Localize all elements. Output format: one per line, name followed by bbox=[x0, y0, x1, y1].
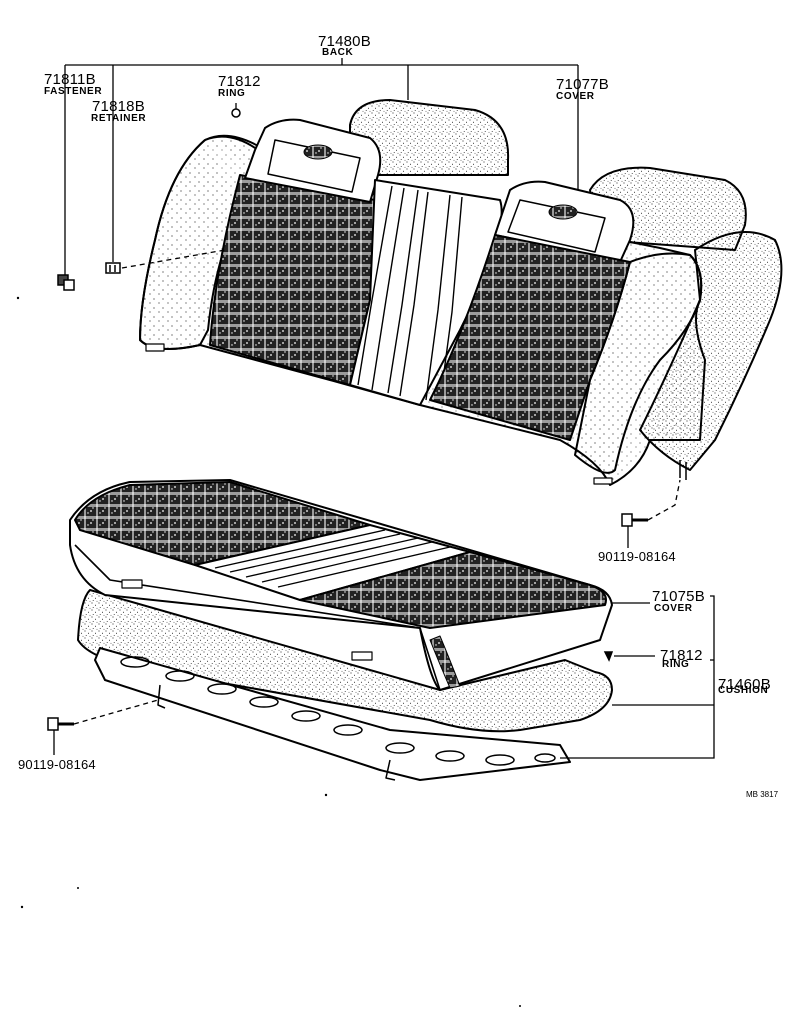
cover-back-part-number: 71077B bbox=[556, 76, 609, 93]
retainer-part bbox=[105, 262, 121, 274]
bolt-left bbox=[47, 717, 74, 731]
right-bolster bbox=[574, 252, 703, 474]
figure-reference: MB 3817 bbox=[746, 790, 779, 799]
leader-lines bbox=[53, 58, 715, 759]
bolt-right bbox=[621, 513, 648, 527]
seat-cushion bbox=[69, 479, 613, 781]
frame-springs bbox=[120, 656, 556, 766]
cover-cushion-part-number: 71075B bbox=[652, 588, 705, 605]
fastener-part bbox=[57, 274, 75, 291]
ring-part-low bbox=[603, 651, 614, 662]
back-part-number: 71480B bbox=[318, 33, 371, 50]
cushion-stripes bbox=[214, 529, 451, 588]
left-plaid-panel bbox=[209, 174, 376, 386]
ring-top-part-name: RING bbox=[218, 88, 246, 99]
cushion-latch-right bbox=[351, 651, 373, 661]
retainer-part-number: 71818B bbox=[92, 98, 145, 115]
cover-cushion-part-name: COVER bbox=[654, 603, 693, 614]
small-parts bbox=[47, 108, 648, 731]
cushion-foam bbox=[77, 589, 613, 733]
cushion-latch-left bbox=[121, 579, 143, 589]
fastener-part-name: FASTENER bbox=[44, 86, 103, 97]
back-latch bbox=[145, 343, 165, 352]
spring-frame bbox=[94, 647, 571, 781]
ring-low-part-name: RING bbox=[662, 659, 690, 670]
cushion-right-plaid bbox=[299, 551, 607, 629]
ring-low-part-number: 71812 bbox=[660, 647, 703, 664]
retainer-part-name: RETAINER bbox=[91, 113, 147, 124]
seat-back bbox=[139, 99, 783, 486]
left-headrest bbox=[349, 99, 510, 176]
ring-top-part-number: 71812 bbox=[218, 73, 261, 90]
fastener-part-number: 71811B bbox=[44, 71, 96, 88]
bolt-left-part-number: 90119-08164 bbox=[18, 757, 96, 772]
cushion-part-name: CUSHION bbox=[718, 685, 769, 696]
cover-back-part-name: COVER bbox=[556, 91, 595, 102]
stray-specks bbox=[16, 296, 521, 1007]
cushion-part-number: 71460B bbox=[718, 676, 771, 693]
bolt-right-part-number: 90119-08164 bbox=[598, 549, 676, 564]
back-part-name: BACK bbox=[322, 47, 354, 58]
ring-part-top bbox=[231, 108, 241, 118]
right-wing bbox=[639, 231, 783, 471]
